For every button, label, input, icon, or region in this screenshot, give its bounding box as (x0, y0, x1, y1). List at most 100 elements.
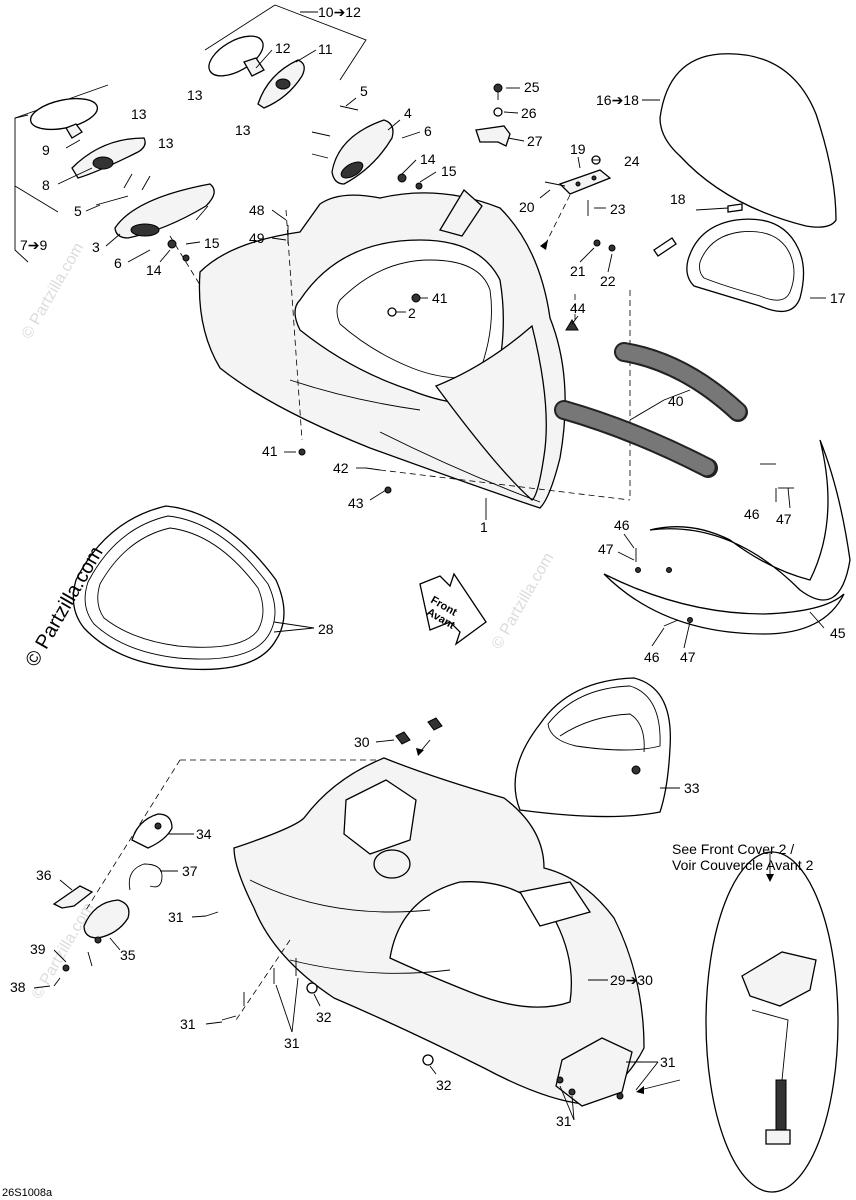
air-hose-rib (556, 402, 716, 476)
part-label-3: 3 (92, 239, 100, 255)
front-cover-2-inset: See Front Cover 2 / Voir Couvercle Avant… (636, 841, 839, 1193)
part-label-8: 8 (42, 177, 50, 193)
leader-line (255, 49, 273, 69)
seal-outer (72, 505, 285, 671)
inset-leader (639, 1079, 681, 1091)
washer (384, 486, 392, 494)
leader-line (401, 159, 417, 175)
windshield (659, 53, 837, 228)
part-label-38: 38 (10, 979, 26, 995)
washer (182, 254, 190, 262)
leader-line (651, 627, 665, 647)
nut (306, 982, 318, 994)
leader-line (59, 879, 73, 891)
housing-opening (340, 161, 364, 179)
leader-line (507, 137, 525, 142)
part-label-22: 22 (600, 273, 616, 289)
part-label-35: 35 (120, 947, 136, 963)
structure-boss (373, 849, 411, 879)
leader-line (65, 139, 81, 149)
part-label-45: 45 (830, 625, 846, 641)
seal-inner (97, 527, 264, 648)
mirror-assembly-right (204, 4, 423, 190)
inset-link (751, 1009, 789, 1081)
part-label-7-9: 7➔9 (20, 237, 48, 253)
mirror-housing (114, 183, 215, 239)
nut (608, 244, 616, 252)
mirror-mount (65, 123, 83, 139)
nut (666, 567, 672, 573)
assembly-guide (285, 209, 303, 441)
inset-oval (705, 851, 839, 1193)
nut (687, 617, 693, 623)
leader-line (787, 487, 791, 509)
part-label-41: 41 (432, 290, 448, 306)
mirror-base-hole (92, 156, 114, 170)
screw-head (493, 83, 503, 93)
nut (167, 239, 177, 249)
structure-rib (289, 959, 451, 974)
nut (593, 239, 601, 247)
structure-bracket (555, 1037, 633, 1107)
leader-line (295, 49, 317, 63)
front-structure (85, 717, 645, 1107)
washer (62, 964, 70, 972)
part-label-31: 31 (660, 1054, 676, 1070)
part-label-1: 1 (480, 519, 488, 535)
part-label-43: 43 (348, 495, 364, 511)
seal-inner (84, 515, 276, 660)
part-label-46: 46 (744, 506, 760, 522)
part-label-25: 25 (524, 79, 540, 95)
part-label-39: 39 (30, 941, 46, 957)
part-label-13: 13 (235, 122, 251, 138)
part-label-28: 28 (318, 621, 334, 637)
part-label-31: 31 (180, 1016, 196, 1032)
leader-line (623, 533, 635, 549)
inset-leader-arrowhead (636, 1086, 644, 1094)
hood-edge (379, 431, 541, 503)
part-label-10-12: 10➔12 (318, 4, 361, 20)
part-label-14: 14 (146, 262, 162, 278)
leader-line (345, 97, 357, 107)
leader-line (291, 977, 299, 1033)
part-label-44: 44 (570, 300, 586, 316)
hood-nose (434, 324, 547, 501)
part-label-6: 6 (114, 255, 122, 271)
part-label-46: 46 (614, 517, 630, 533)
part-label-24: 24 (624, 153, 640, 169)
direction-arrowhead (540, 240, 548, 250)
part-label-42: 42 (333, 460, 349, 476)
leader-line (375, 739, 395, 743)
screw (141, 175, 151, 191)
leader-line (127, 249, 151, 263)
assembly-guide (235, 939, 291, 1021)
latch-hardware (475, 83, 616, 252)
part-label-14: 14 (420, 151, 436, 167)
callout-line-1: See Front Cover 2 / (672, 841, 794, 857)
trim-lower (603, 573, 845, 635)
leader-line (275, 984, 293, 1033)
air-hoses (554, 342, 748, 478)
part-label-17: 17 (830, 290, 846, 306)
bin-opening (547, 685, 661, 751)
part-label-47: 47 (598, 541, 614, 557)
leader-line (159, 249, 171, 263)
screw-head (616, 1092, 624, 1100)
leader-line (635, 1061, 659, 1091)
part-label-31: 31 (284, 1035, 300, 1051)
leader-line (559, 1085, 575, 1121)
nut (635, 567, 641, 573)
seal-inner-edge (699, 231, 795, 301)
group-bracket (274, 4, 367, 81)
screw (221, 1015, 237, 1021)
part-label-36: 36 (36, 867, 52, 883)
leader-line (419, 171, 437, 183)
part-label-13: 13 (187, 87, 203, 103)
part-label-18: 18 (670, 191, 686, 207)
leader-line (273, 621, 315, 629)
screw-head (568, 1088, 576, 1096)
screw (339, 105, 359, 111)
latch-hole (154, 822, 162, 830)
bin-body (514, 677, 672, 818)
part-label-20: 20 (519, 199, 535, 215)
